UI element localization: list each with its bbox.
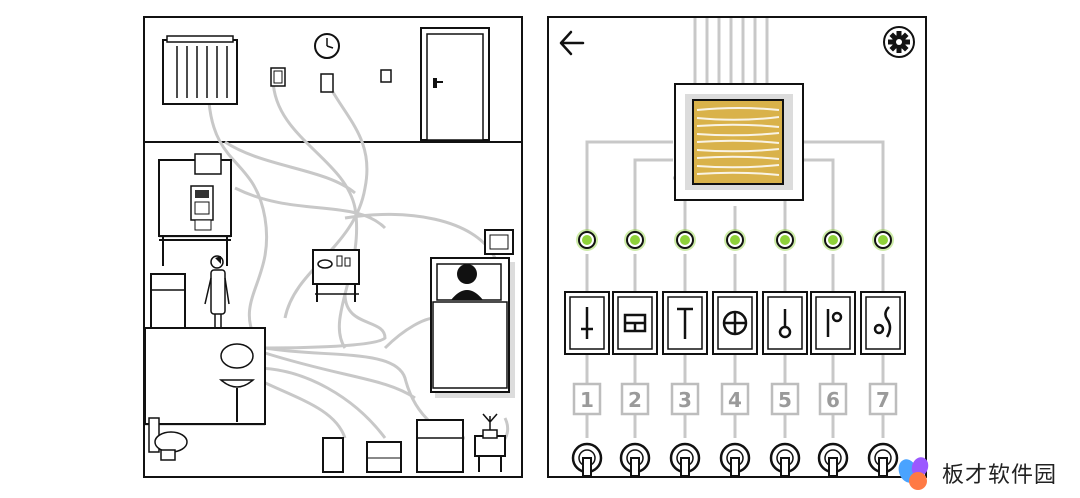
toggle-switch[interactable] <box>669 442 701 476</box>
gear-icon[interactable] <box>883 26 915 58</box>
indicator-led <box>822 229 844 251</box>
switch-number-label: 4 <box>728 388 742 412</box>
indicator-led <box>724 229 746 251</box>
crosshair-symbol <box>722 310 748 336</box>
symbol-card[interactable] <box>860 291 906 355</box>
machine-panel[interactable]: 1 2 3 4 5 6 7 <box>547 16 927 478</box>
watermark-text: 板才软件园 <box>942 463 1058 488</box>
toilet[interactable] <box>148 417 188 461</box>
switch-number: 6 <box>818 382 848 416</box>
clock-icon[interactable] <box>314 33 340 59</box>
symbol-card[interactable] <box>762 291 808 355</box>
room-scene <box>145 27 521 473</box>
player-character[interactable] <box>204 255 230 328</box>
symbol-card[interactable] <box>712 291 758 355</box>
wood-panel-box[interactable] <box>674 83 804 201</box>
curl-symbol <box>873 306 892 338</box>
trash-bin[interactable] <box>322 437 344 473</box>
window-symbol <box>623 313 647 333</box>
indicator-led <box>624 229 646 251</box>
toggle-switch[interactable] <box>719 442 751 476</box>
symbol-card[interactable] <box>564 291 610 355</box>
toggle-switch[interactable] <box>619 442 651 476</box>
toggle-switch[interactable] <box>571 442 603 476</box>
switch-number-label: 1 <box>580 388 594 412</box>
plant-stand[interactable] <box>474 413 506 472</box>
switch-number-label: 3 <box>678 388 692 412</box>
bar-circle-symbol <box>826 309 843 337</box>
top-cables <box>693 18 769 86</box>
watermark-logo-icon <box>898 457 929 490</box>
bathroom[interactable] <box>145 327 266 426</box>
arrow-left-icon[interactable] <box>557 26 591 60</box>
switch-number: 1 <box>572 382 602 416</box>
exit-door[interactable] <box>420 27 490 141</box>
switch-number-label: 6 <box>826 388 840 412</box>
watermark: 板才软件园 <box>892 450 1080 496</box>
switch-number: 5 <box>770 382 800 416</box>
machine-scene: 1 2 3 4 5 6 7 <box>557 18 915 476</box>
bed[interactable] <box>430 257 515 398</box>
t-symbol <box>677 307 693 339</box>
symbol-card[interactable] <box>662 291 708 355</box>
symbol-card[interactable] <box>810 291 856 355</box>
switch-number-label: 7 <box>876 388 890 412</box>
window-radiator[interactable] <box>162 35 238 105</box>
fridge[interactable] <box>150 273 186 331</box>
storage-box[interactable] <box>366 441 402 473</box>
indicator-led <box>774 229 796 251</box>
switch-row: 1 2 3 4 5 6 7 <box>564 229 906 476</box>
symbol-card[interactable] <box>612 291 658 355</box>
toggle-switch[interactable] <box>769 442 801 476</box>
switch-number: 3 <box>670 382 700 416</box>
toggle-switch[interactable] <box>817 442 849 476</box>
indicator-led <box>872 229 894 251</box>
switch-number-label: 2 <box>628 388 642 412</box>
side-table[interactable] <box>312 249 360 302</box>
drawer-cabinet[interactable] <box>416 419 464 473</box>
loop-stem-symbol <box>778 309 792 339</box>
indicator-led <box>576 229 598 251</box>
wall-outlet[interactable] <box>380 69 392 83</box>
toggle-switch[interactable] <box>867 442 899 476</box>
switch-number: 2 <box>620 382 650 416</box>
room-panel[interactable] <box>143 16 523 478</box>
indicator-led <box>674 229 696 251</box>
switch-number: 4 <box>720 382 750 416</box>
switch-number-label: 5 <box>778 388 792 412</box>
dagger-symbol <box>581 307 593 339</box>
kitchen-counter[interactable] <box>158 153 232 266</box>
switch-number: 7 <box>868 382 898 416</box>
wall-note[interactable] <box>320 73 334 93</box>
picture-frame[interactable] <box>484 229 514 255</box>
